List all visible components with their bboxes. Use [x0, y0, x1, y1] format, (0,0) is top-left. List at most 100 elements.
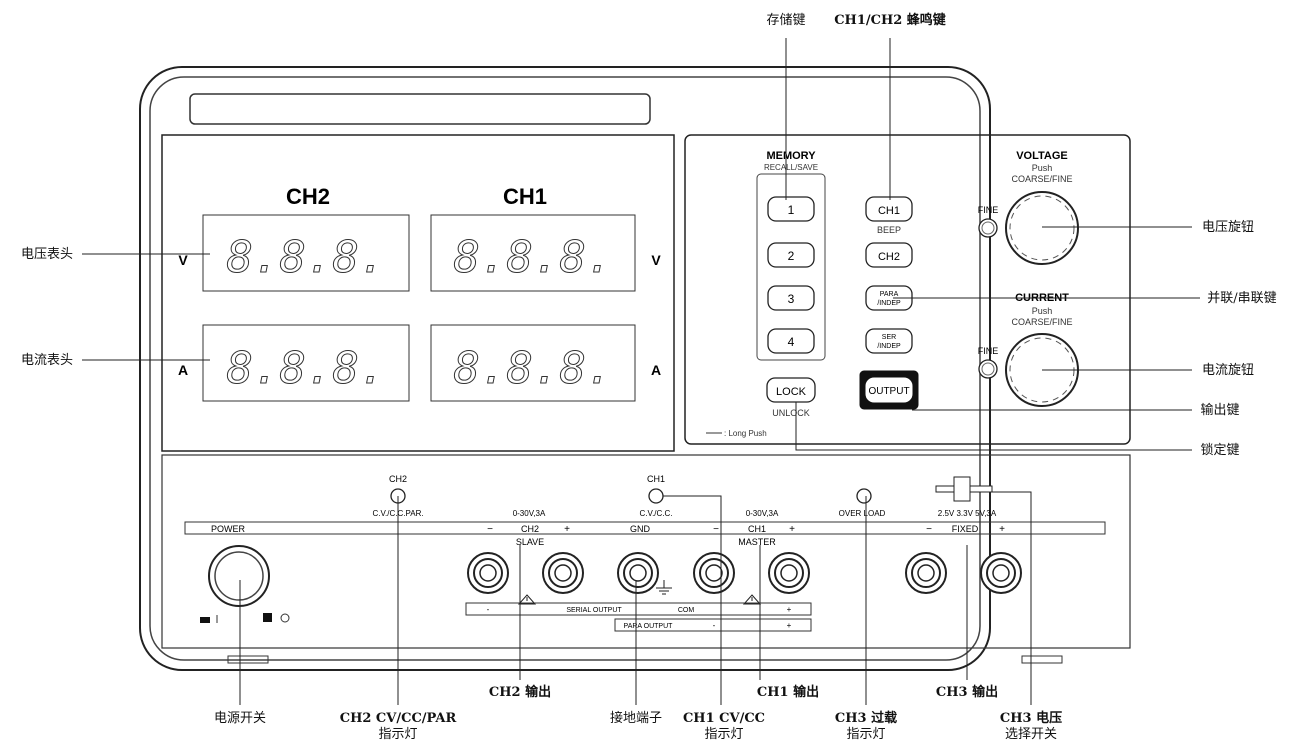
callout-voltage-meter: 电压表头: [21, 247, 73, 262]
ch1-title: CH1: [503, 184, 547, 209]
ch2-plus-terminal[interactable]: [542, 552, 584, 594]
long-push-label: : Long Push: [724, 429, 767, 438]
current-fine-label: FINE: [978, 346, 999, 356]
ch2-minus-terminal[interactable]: [467, 552, 509, 594]
control-panel: [684, 134, 1131, 445]
overload-label: OVER LOAD: [839, 509, 886, 518]
callout-ch3-overload-2: 指示灯: [846, 727, 885, 742]
memory-key-1[interactable]: 1: [767, 196, 815, 222]
serial-plus: +: [787, 605, 792, 614]
ch1-rating: 0-30V,3A: [746, 509, 779, 518]
ch2-band-label: CH2: [521, 524, 539, 534]
voltage-mode: COARSE/FINE: [1011, 174, 1072, 184]
power-off-mark: [200, 617, 210, 623]
callout-ch3-output: CH3 输出: [936, 684, 998, 700]
fixed-minus: −: [926, 524, 932, 535]
output-button[interactable]: OUTPUT: [859, 370, 919, 410]
para-output-label: PARA OUTPUT: [624, 623, 674, 630]
ch2-minus: −: [487, 524, 493, 535]
ch3-minus-terminal[interactable]: [905, 552, 947, 594]
gnd-label: GND: [630, 524, 651, 534]
callout-ch3-overload-1: CH3 过载: [835, 710, 897, 726]
current-push: Push: [1032, 306, 1053, 316]
ch1-current-digits: 8.8.8.: [454, 343, 613, 394]
memory-key-4[interactable]: 4: [767, 328, 815, 354]
fixed-volts: 2.5V 3.3V 5V,3A: [938, 509, 997, 518]
ch1-plus: +: [789, 524, 795, 535]
voltage-knob[interactable]: [1005, 191, 1079, 265]
para-minus: -: [713, 621, 716, 630]
memory-subtitle: RECALL/SAVE: [764, 163, 818, 172]
lock-button[interactable]: LOCK: [766, 377, 816, 403]
lower-panel: [161, 454, 1131, 649]
callout-ch2-output: CH2 输出: [489, 684, 551, 700]
ch2-rating: 0-30V,3A: [513, 509, 546, 518]
ch2-voltage-digits: 8.8.8.: [227, 232, 386, 283]
para-label: PARA: [880, 291, 899, 298]
ch3-voltage-selector[interactable]: [935, 476, 993, 502]
ch1-voltage-digits: 8.8.8.: [454, 232, 613, 283]
callout-ch1-indicator-2: 指示灯: [704, 727, 743, 742]
ch1-minus-terminal[interactable]: [693, 552, 735, 594]
ground-symbol-icon: [656, 580, 672, 595]
warning-icon: [742, 594, 762, 605]
ch3-plus-terminal[interactable]: [980, 552, 1022, 594]
power-label: POWER: [211, 524, 246, 534]
ch1-led-sub: C.V./C.C.: [639, 509, 672, 518]
overload-led: [856, 488, 872, 504]
voltage-fine-label: FINE: [978, 205, 999, 215]
foot-right: [1021, 655, 1063, 664]
callout-ch2-indicator-2: 指示灯: [378, 727, 417, 742]
callout-ch3-selector-2: 选择开关: [1005, 727, 1057, 742]
ser-label: SER: [882, 334, 896, 341]
ch2-current-digits: 8.8.8.: [227, 343, 386, 394]
current-fine-led-inner: [981, 362, 995, 376]
callout-current-knob: 电流旋钮: [1202, 363, 1254, 378]
ch2-button-label: CH2: [878, 251, 900, 263]
ch1-band-label: CH1: [748, 524, 766, 534]
serial-output-bar: [465, 602, 812, 616]
ch2-beep-button[interactable]: CH2: [865, 242, 913, 268]
ch1-led-label: CH1: [647, 474, 665, 484]
ch2-title: CH2: [286, 184, 330, 209]
callout-memory-key: 存储键: [766, 13, 805, 28]
ch1-voltage-meter: [430, 214, 636, 292]
memory-group: [756, 173, 826, 361]
ch2-v-unit: V: [178, 252, 188, 268]
callout-ch3-selector-1: CH3 电压: [1000, 710, 1062, 726]
com-label: COM: [678, 607, 695, 614]
ch1-current-meter: [430, 324, 636, 402]
power-switch[interactable]: [208, 545, 270, 607]
ch1-beep-button[interactable]: CH1: [865, 196, 913, 222]
ch1-button-label: CH1: [878, 205, 900, 217]
ch1-minus: −: [713, 524, 719, 535]
ser-indep-button[interactable]: SER /INDEP: [865, 328, 913, 354]
ch2-led-label: CH2: [389, 474, 407, 484]
ch2-current-meter: [202, 324, 410, 402]
serial-minus: -: [487, 605, 490, 614]
callout-ch1-indicator-1: CH1 CV/CC: [683, 711, 765, 726]
ch1-plus-terminal[interactable]: [768, 552, 810, 594]
slave-label: SLAVE: [516, 537, 544, 547]
memory-key-4-label: 4: [788, 335, 795, 349]
voltage-title: VOLTAGE: [1016, 150, 1068, 162]
gnd-terminal[interactable]: [617, 552, 659, 594]
memory-key-3[interactable]: 3: [767, 285, 815, 311]
unlock-label: UNLOCK: [772, 408, 810, 418]
callout-lines: [82, 38, 1200, 705]
power-on-mark: [263, 613, 272, 622]
callout-power-switch: 电源开关: [214, 711, 266, 726]
memory-key-2-label: 2: [788, 249, 795, 263]
memory-key-2[interactable]: 2: [767, 242, 815, 268]
callout-output-key: 输出键: [1200, 402, 1239, 418]
callout-ch2-indicator-1: CH2 CV/CC/PAR: [340, 711, 457, 726]
fixed-plus: +: [999, 524, 1005, 535]
warning-icon: [517, 594, 537, 605]
callout-current-meter: 电流表头: [21, 353, 73, 368]
ch2-plus: +: [564, 524, 570, 535]
display-panel: [161, 134, 675, 452]
serial-output-label: SERIAL OUTPUT: [566, 607, 622, 614]
callout-voltage-knob: 电压旋钮: [1202, 220, 1254, 235]
para-indep-label: /INDEP: [877, 300, 901, 307]
